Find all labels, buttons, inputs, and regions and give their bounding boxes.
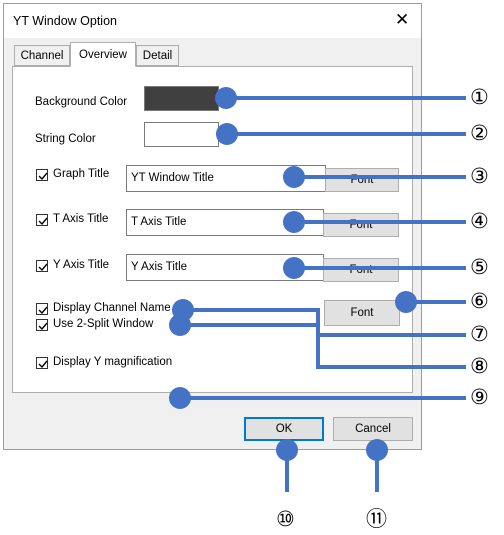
callout-number-3: ③ — [470, 164, 489, 188]
callout-number-1: ① — [470, 85, 489, 109]
display-y-magnification-label: Display Y magnification — [53, 356, 173, 368]
callout-number-7: ⑦ — [470, 322, 489, 346]
y-axis-title-font-button[interactable]: Font — [323, 258, 399, 282]
background-color-swatch[interactable] — [144, 86, 219, 111]
cancel-button[interactable]: Cancel — [333, 417, 413, 441]
use-2-split-window-label: Use 2-Split Window — [53, 318, 154, 330]
display-channel-name-label: Display Channel Name — [53, 302, 171, 314]
close-icon[interactable]: ✕ — [395, 10, 410, 29]
t-axis-title-input[interactable]: T Axis Title — [126, 209, 324, 236]
window-title: YT Window Option — [13, 14, 117, 28]
checkmark-icon — [38, 217, 48, 226]
callout-number-4: ④ — [470, 209, 489, 233]
string-color-label: String Color — [35, 133, 96, 145]
callout-number-6: ⑥ — [470, 289, 489, 313]
channel-name-font-button[interactable]: Font — [324, 300, 400, 326]
t-axis-title-checkbox[interactable] — [36, 214, 48, 226]
checkmark-icon — [38, 263, 48, 272]
checkmark-icon — [38, 360, 48, 369]
tab-channel[interactable]: Channel — [14, 45, 70, 66]
tab-detail[interactable]: Detail — [136, 45, 179, 66]
checkmark-icon — [38, 306, 48, 315]
callout-number-9: ⑨ — [470, 385, 489, 409]
callout-number-11: ⑪ — [366, 507, 387, 531]
callout-number-2: ② — [470, 121, 489, 145]
tab-overview[interactable]: Overview — [70, 42, 136, 67]
use-2-split-window-checkbox[interactable] — [36, 319, 48, 331]
title-bar — [4, 4, 421, 38]
callout-number-5: ⑤ — [470, 255, 489, 279]
ok-button[interactable]: OK — [244, 417, 324, 441]
graph-title-label: Graph Title — [53, 168, 110, 180]
background-color-label: Background Color — [35, 96, 128, 108]
callout-number-10: ⑩ — [276, 507, 295, 531]
display-channel-name-checkbox[interactable] — [36, 303, 48, 315]
y-axis-title-checkbox[interactable] — [36, 260, 48, 272]
string-color-swatch[interactable] — [144, 122, 219, 147]
display-y-magnification-checkbox[interactable] — [36, 357, 48, 369]
checkmark-icon — [38, 172, 48, 181]
checkmark-icon — [38, 322, 48, 331]
y-axis-title-label: Y Axis Title — [53, 259, 110, 271]
graph-title-font-button[interactable]: Font — [325, 168, 399, 192]
t-axis-title-label: T Axis Title — [53, 213, 109, 225]
graph-title-checkbox[interactable] — [36, 169, 48, 181]
callout-number-8: ⑧ — [470, 354, 489, 378]
t-axis-title-font-button[interactable]: Font — [323, 213, 399, 237]
graph-title-input[interactable]: YT Window Title — [126, 165, 326, 192]
y-axis-title-input[interactable]: Y Axis Title — [126, 254, 324, 281]
